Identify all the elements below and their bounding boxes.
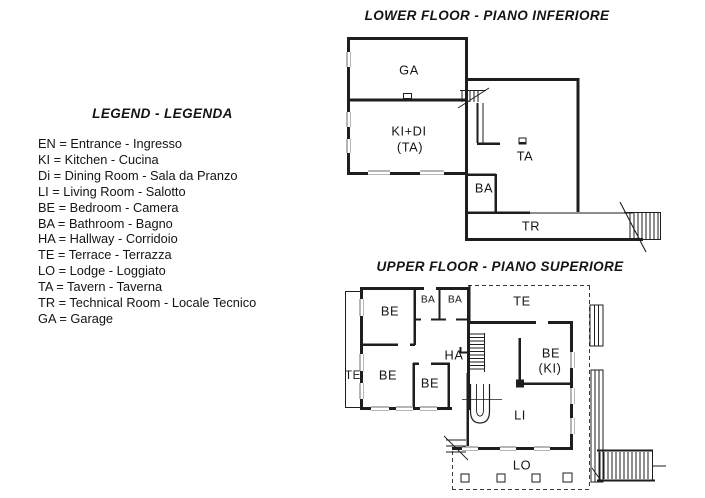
column-marker-icon [518, 137, 527, 145]
lower-windows [346, 52, 444, 176]
legend-item: BE = Bedroom - Camera [38, 199, 179, 215]
entrance-stairs-icon [461, 91, 479, 102]
room-label-ha: HA [444, 347, 464, 363]
legend-item: HA = Hallway - Corridoio [38, 231, 178, 247]
room-label-ta: TA [516, 148, 534, 164]
legend-item: GA = Garage [38, 310, 114, 326]
room-label-beki-ki: (KI) [538, 360, 562, 376]
upper-windows-left [359, 299, 437, 412]
room-label-ga: GA [399, 62, 419, 78]
legend-item: TE = Terrace - Terrazza [38, 247, 172, 263]
legend-item: LI = Living Room - Salotto [38, 183, 186, 199]
room-label-li: LI [514, 407, 526, 423]
room-label-te-top: TE [513, 293, 531, 309]
room-label-ba2: BA [447, 294, 463, 306]
room-label-ba-lower: BA [474, 180, 494, 196]
room-label-be-top: BE [380, 303, 400, 319]
lower-stairs-icon [629, 213, 659, 239]
legend-item: BA = Bathroom - Bagno [38, 215, 173, 231]
room-label-be-center: BE [420, 375, 440, 391]
external-stairs-icon [597, 449, 666, 482]
terrace-dashed-boundary [452, 285, 590, 490]
lower-floor-plan [346, 37, 662, 253]
side-steps-icon [443, 435, 469, 461]
room-label-te-left: TE [345, 370, 361, 382]
room-label-kidi-ta: (TA) [396, 139, 424, 155]
balcony-rail-top [589, 304, 604, 347]
room-label-kidi: KI+DI [391, 123, 427, 139]
legend-item: LO = Lodge - Loggiato [38, 263, 166, 279]
legend-title: LEGEND - LEGENDA [92, 106, 233, 121]
legend-item: KI = Kitchen - Cucina [38, 151, 159, 167]
legend-item: TA = Tavern - Taverna [38, 279, 163, 295]
room-label-beki: BE [541, 345, 561, 361]
legend-item: TR = Technical Room - Locale Tecnico [38, 295, 257, 311]
upper-floor-plan [344, 285, 666, 490]
room-label-lo: LO [512, 457, 532, 473]
legend-item: EN = Entrance - Ingresso [38, 136, 183, 151]
room-label-ba1: BA [420, 294, 436, 306]
room-label-be-mid: BE [378, 367, 398, 383]
legend-list: EN = Entrance - Ingresso KI = Kitchen - … [38, 136, 256, 327]
room-label-tr: TR [521, 218, 541, 234]
upper-windows-right [462, 352, 576, 452]
loggia-pillars [460, 472, 573, 483]
internal-stairs-icon [470, 333, 484, 370]
lower-floor-title: LOWER FLOOR - PIANO INFERIORE [364, 8, 610, 23]
legend-item: Di = Dining Room - Sala da Pranzo [38, 167, 238, 183]
balcony-rail-bottom [590, 369, 604, 483]
upper-floor-title: UPPER FLOOR - PIANO SUPERIORE [376, 259, 624, 274]
